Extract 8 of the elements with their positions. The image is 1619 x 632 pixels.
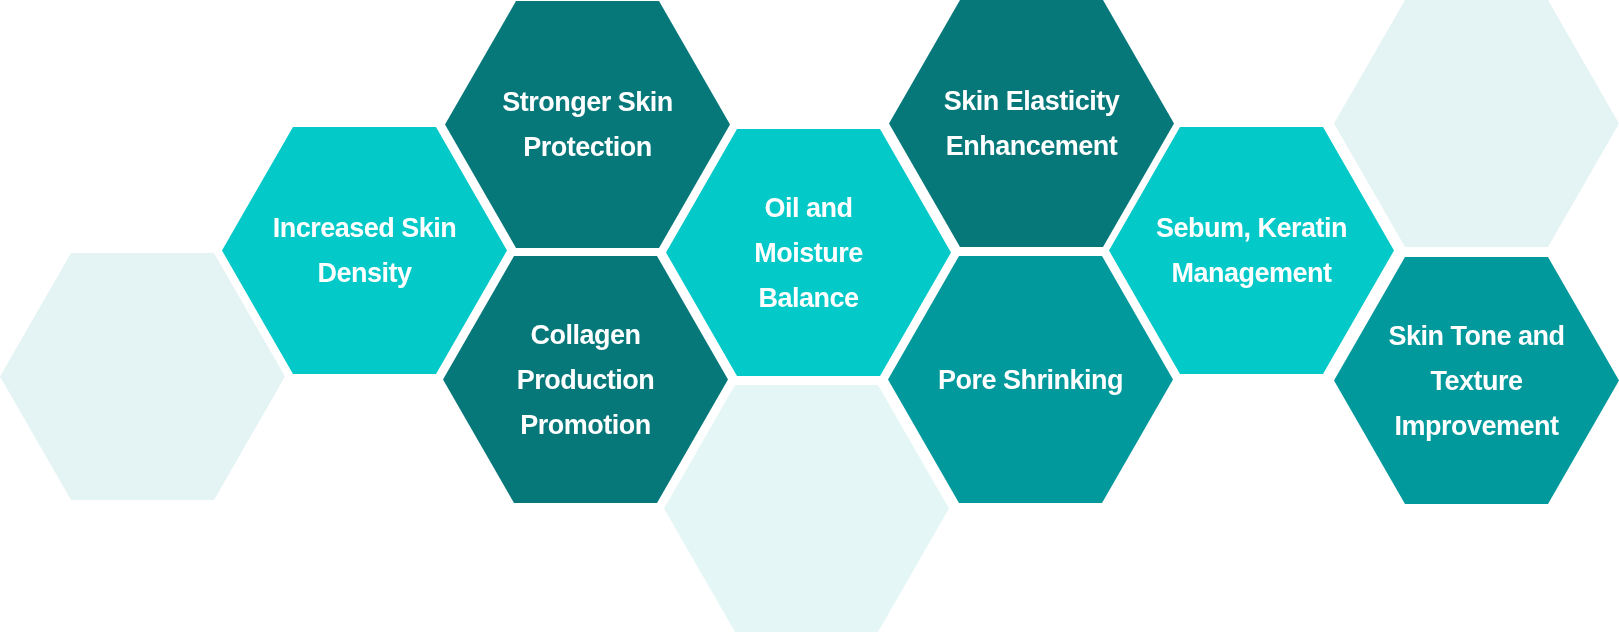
tile-label: Stronger Skin Protection xyxy=(501,85,674,164)
tile-label: Skin Tone and Texture Improvement xyxy=(1387,319,1566,443)
tile-label: Skin Elasticity Enhancement xyxy=(942,84,1121,163)
tile-label: Sebum, Keratin Management xyxy=(1154,211,1348,290)
tile-label: Oil and Moisture Balance xyxy=(753,191,864,314)
tile-label: Pore Shrinking xyxy=(936,363,1124,397)
tile-label: Collagen Production Promotion xyxy=(515,318,656,441)
tile-label: Increased Skin Density xyxy=(271,211,458,290)
